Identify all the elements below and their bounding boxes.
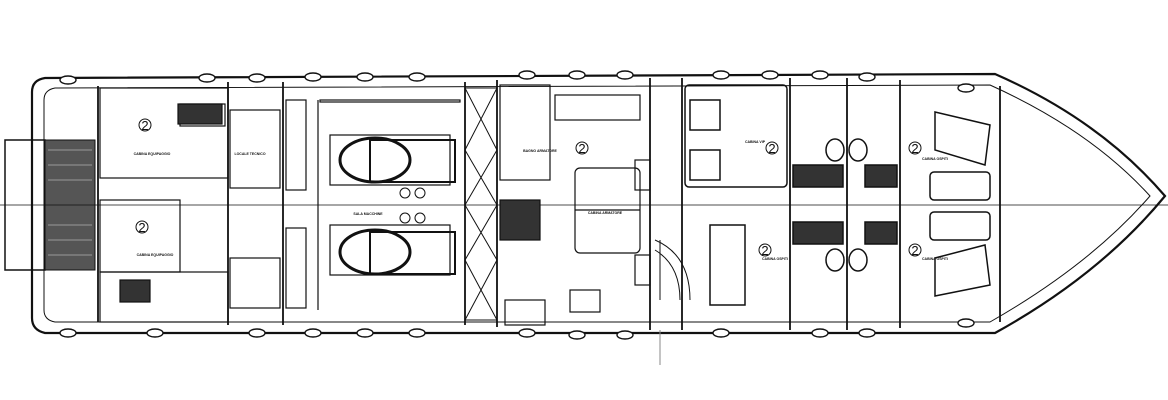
berth-marker: 2 <box>141 118 148 133</box>
staircase <box>654 239 691 301</box>
hull-outline <box>30 72 1167 335</box>
engine-port <box>338 136 456 276</box>
berth-marker: 2 <box>578 141 585 156</box>
label-engine-room: SALA MACCHINE <box>353 212 383 216</box>
label-technical-room: LOCALE TECNICO <box>234 152 265 156</box>
storage-crossed-box <box>464 87 498 321</box>
berth-marker: 2 <box>768 141 775 156</box>
label-guest-cabin-3: CABINA OSPITI <box>922 257 948 261</box>
berth-marker: 2 <box>911 243 918 258</box>
berth-marker: 2 <box>761 243 768 258</box>
label-crew-cabin-top: CABINA EQUIPAGGIO <box>134 152 171 156</box>
label-owner-bath: BAGNO ARMATORE <box>523 149 557 153</box>
label-vip-cabin: CABINA VIP <box>745 140 766 144</box>
portholes <box>59 70 975 340</box>
berth-marker: 2 <box>138 220 145 235</box>
label-guest-cabin-2: CABINA OSPITI <box>762 257 788 261</box>
label-crew-cabin-bottom: CABINA EQUIPAGGIO <box>137 253 174 257</box>
label-owner-cabin: CABINA ARMATORE <box>588 211 623 215</box>
label-guest-cabin-1: CABINA OSPITI <box>922 157 948 161</box>
bulkheads <box>97 78 1001 330</box>
berth-marker: 2 <box>911 141 918 156</box>
hull-inner-outline <box>43 84 1151 323</box>
